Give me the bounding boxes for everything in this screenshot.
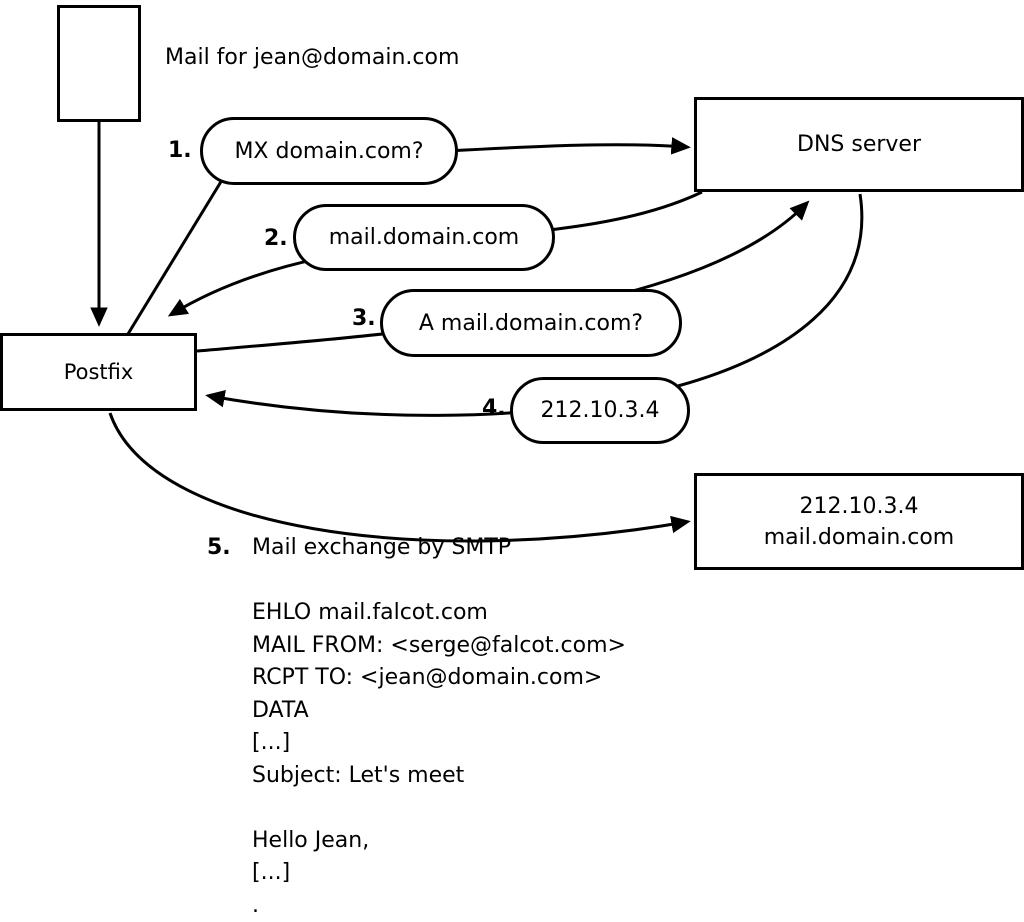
step-3-number: 3. xyxy=(352,306,376,331)
mail-server-hostname: mail.domain.com xyxy=(764,522,955,553)
step-3-label: A mail.domain.com? xyxy=(419,311,643,336)
smtp-line-blank xyxy=(252,792,626,825)
step-5-label: Mail exchange by SMTP xyxy=(252,535,511,560)
mail-label: Mail for jean@domain.com xyxy=(165,45,459,70)
smtp-line-mail-from: MAIL FROM: <serge@falcot.com> xyxy=(252,630,626,663)
step-2-label: mail.domain.com xyxy=(329,225,520,250)
smtp-line-data: DATA xyxy=(252,695,626,728)
postfix-box: Postfix xyxy=(0,333,197,411)
smtp-line-subject: Subject: Let's meet xyxy=(252,760,626,793)
smtp-session-block: EHLO mail.falcot.com MAIL FROM: <serge@f… xyxy=(252,597,626,922)
dns-server-box: DNS server xyxy=(694,97,1024,192)
smtp-line-dot: . xyxy=(252,890,626,922)
dns-server-box-label: DNS server xyxy=(797,132,921,157)
step-4-pill: 212.10.3.4 xyxy=(510,377,690,444)
smtp-line-ellipsis-1: [...] xyxy=(252,727,626,760)
mail-server-ip: 212.10.3.4 xyxy=(800,491,919,522)
step-4-number: 4. xyxy=(482,396,506,421)
step-1-label: MX domain.com? xyxy=(234,139,423,164)
mail-server-box: 212.10.3.4 mail.domain.com xyxy=(694,473,1024,570)
smtp-line-ehlo: EHLO mail.falcot.com xyxy=(252,597,626,630)
postfix-box-label: Postfix xyxy=(64,360,134,384)
step-1-number: 1. xyxy=(168,138,192,163)
step-1-pill: MX domain.com? xyxy=(200,117,458,185)
step-2-pill: mail.domain.com xyxy=(293,204,555,271)
smtp-line-rcpt-to: RCPT TO: <jean@domain.com> xyxy=(252,662,626,695)
mail-envelope-shape xyxy=(57,5,141,122)
arrow-query1-to-dns xyxy=(446,145,686,151)
step-5-number: 5. xyxy=(207,535,231,560)
step-3-pill: A mail.domain.com? xyxy=(380,289,682,357)
smtp-line-ellipsis-2: [...] xyxy=(252,857,626,890)
smtp-line-hello: Hello Jean, xyxy=(252,825,626,858)
step-2-number: 2. xyxy=(264,226,288,251)
step-4-label: 212.10.3.4 xyxy=(541,398,660,423)
